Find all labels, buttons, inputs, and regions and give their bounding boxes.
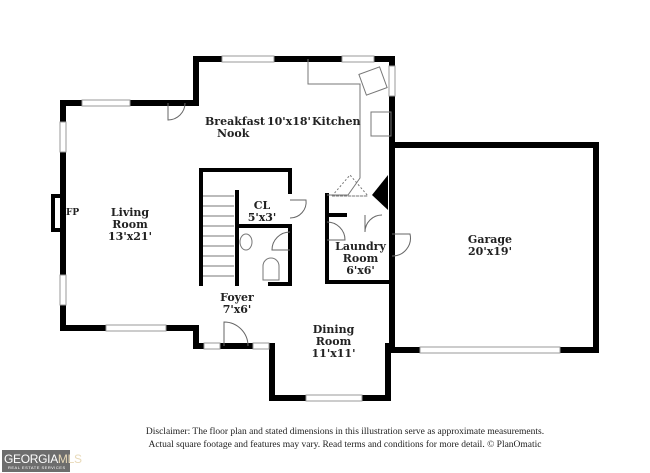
pantry-wedge bbox=[372, 175, 388, 210]
kitchen-dims: 10'x18' bbox=[267, 115, 311, 128]
doors bbox=[167, 102, 411, 347]
stair-walls bbox=[199, 168, 292, 286]
fireplace-label: FP bbox=[66, 208, 80, 218]
windows bbox=[59, 55, 561, 402]
kitchen-label: Kitchen bbox=[312, 115, 361, 128]
laundry-walls bbox=[325, 193, 390, 284]
georgia-mls-logo: GEORGIAMLS REAL ESTATE SERVICES bbox=[2, 450, 82, 472]
kitchen-fixtures bbox=[203, 59, 392, 281]
disclaimer: Disclaimer: The floor plan and stated di… bbox=[145, 427, 545, 450]
garage-walls bbox=[389, 142, 599, 353]
fireplace bbox=[51, 194, 65, 232]
